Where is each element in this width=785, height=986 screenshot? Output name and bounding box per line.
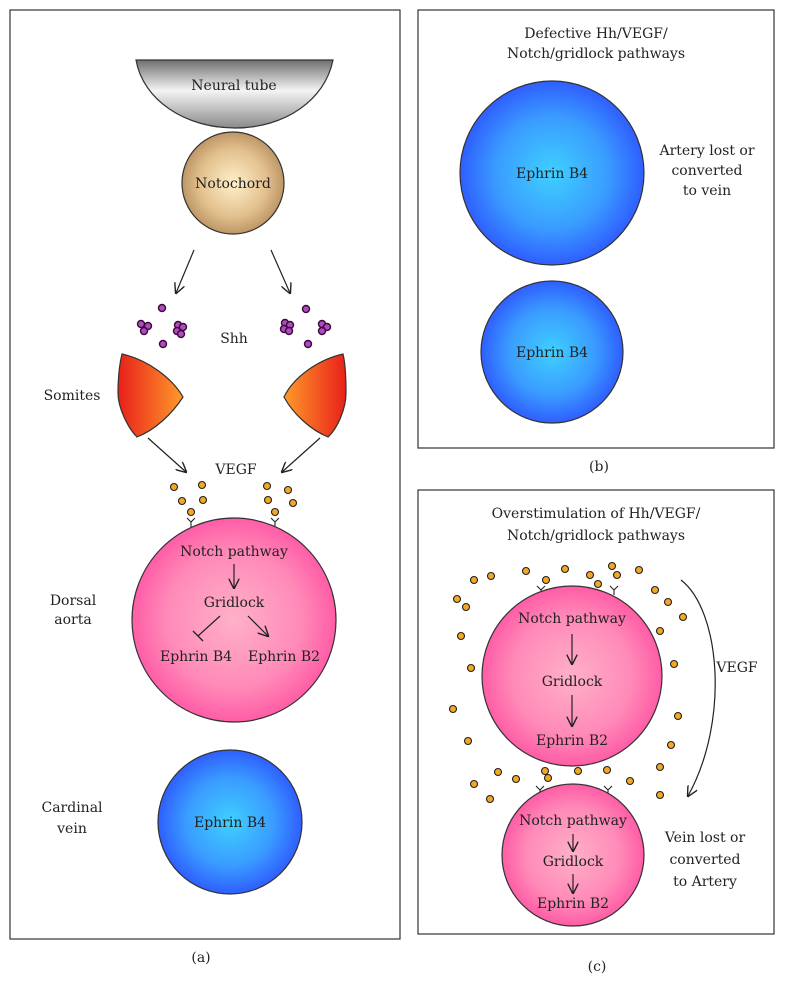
arrow-noto-right: [270, 249, 290, 293]
neural-tube-label: Neural tube: [191, 78, 276, 94]
shh-molecules-right: [279, 304, 332, 349]
inhibit-bar-b4: [192, 630, 204, 642]
panel-a-label: (a): [191, 950, 210, 966]
ephrin-b4-label-a: Ephrin B4: [160, 649, 232, 665]
shh-molecules-left: [136, 303, 188, 349]
panel-c-title-2: Notch/gridlock pathways: [507, 528, 685, 544]
notch-pathway-label-a: Notch pathway: [180, 544, 288, 560]
arrow-noto-left: [176, 249, 195, 293]
panel-c-top-notch: Notch pathway: [518, 611, 626, 627]
cardinal-vein-label-1: Cardinal: [41, 800, 103, 816]
vein-ephrin-label-a: Ephrin B4: [194, 815, 266, 831]
panel-a-frame: [9, 9, 401, 940]
vegf-molecules-c: [448, 561, 688, 804]
panel-c-top-ephrin: Ephrin B2: [536, 733, 608, 749]
cardinal-vein: Ephrin B4: [157, 749, 303, 895]
panel-b-note-2: converted: [671, 163, 742, 179]
neural-tube: Neural tube: [135, 59, 334, 129]
panel-c-top-gridlock: Gridlock: [542, 674, 603, 690]
panel-b-note-1: Artery lost or: [658, 143, 754, 159]
panel-b-bottom-label: Ephrin B4: [516, 345, 588, 361]
panel-b-title-2: Notch/gridlock pathways: [507, 46, 685, 62]
dorsal-aorta: Notch pathway Gridlock Ephrin B4 Ephrin …: [131, 517, 337, 723]
dorsal-aorta-label-1: Dorsal: [50, 593, 97, 609]
arrow-somite-left: [147, 437, 186, 472]
panel-b-frame: [417, 9, 775, 449]
panel-c-bottom-notch: Notch pathway: [519, 813, 627, 829]
gridlock-label-a: Gridlock: [204, 595, 265, 611]
ephrin-b2-label-a: Ephrin B2: [248, 649, 320, 665]
panel-b-top-label: Ephrin B4: [516, 166, 588, 182]
somite-right: [283, 353, 347, 438]
somites-label: Somites: [44, 388, 101, 404]
shh-label: Shh: [220, 331, 248, 347]
panel-c-bottom-vessel: Notch pathway Gridlock Ephrin B2: [501, 783, 645, 927]
inhibit-line-b4: [197, 615, 221, 637]
panel-c-title-1: Overstimulation of Hh/VEGF/: [492, 506, 701, 522]
panel-c-vegf-label: VEGF: [715, 660, 758, 676]
somite-left: [117, 353, 184, 438]
arrow-gridlock-b2: [247, 615, 268, 636]
panel-c-bottom-ephrin: Ephrin B2: [537, 896, 609, 912]
vegf-molecules-a: [169, 480, 298, 517]
arrow-somite-right: [282, 437, 321, 472]
notochord: Notochord: [181, 131, 285, 235]
notochord-label: Notochord: [195, 176, 271, 192]
panel-c-bottom-gridlock: Gridlock: [543, 854, 604, 870]
panel-c-label: (c): [588, 959, 607, 975]
panel-c-note-2: converted: [669, 852, 740, 868]
panel-b-title-1: Defective Hh/VEGF/: [524, 26, 668, 42]
vegf-receptors-a: [186, 517, 280, 527]
panel-b-top-vessel: Ephrin B4: [459, 80, 645, 266]
panel-c-top-vessel: Notch pathway Gridlock Ephrin B2: [481, 585, 663, 767]
vegf-curved-arrow: [680, 579, 716, 796]
panel-c-note-3: to Artery: [673, 874, 737, 890]
panel-c-frame: [417, 489, 775, 935]
cardinal-vein-label-2: vein: [56, 821, 87, 837]
panel-c-note-1: Vein lost or: [664, 830, 746, 846]
dorsal-aorta-label-2: aorta: [54, 612, 91, 628]
panel-b-note-3: to vein: [683, 183, 731, 199]
panel-b-label: (b): [589, 459, 609, 475]
panel-b-bottom-vessel: Ephrin B4: [480, 280, 624, 424]
vegf-label-a: VEGF: [214, 462, 257, 478]
